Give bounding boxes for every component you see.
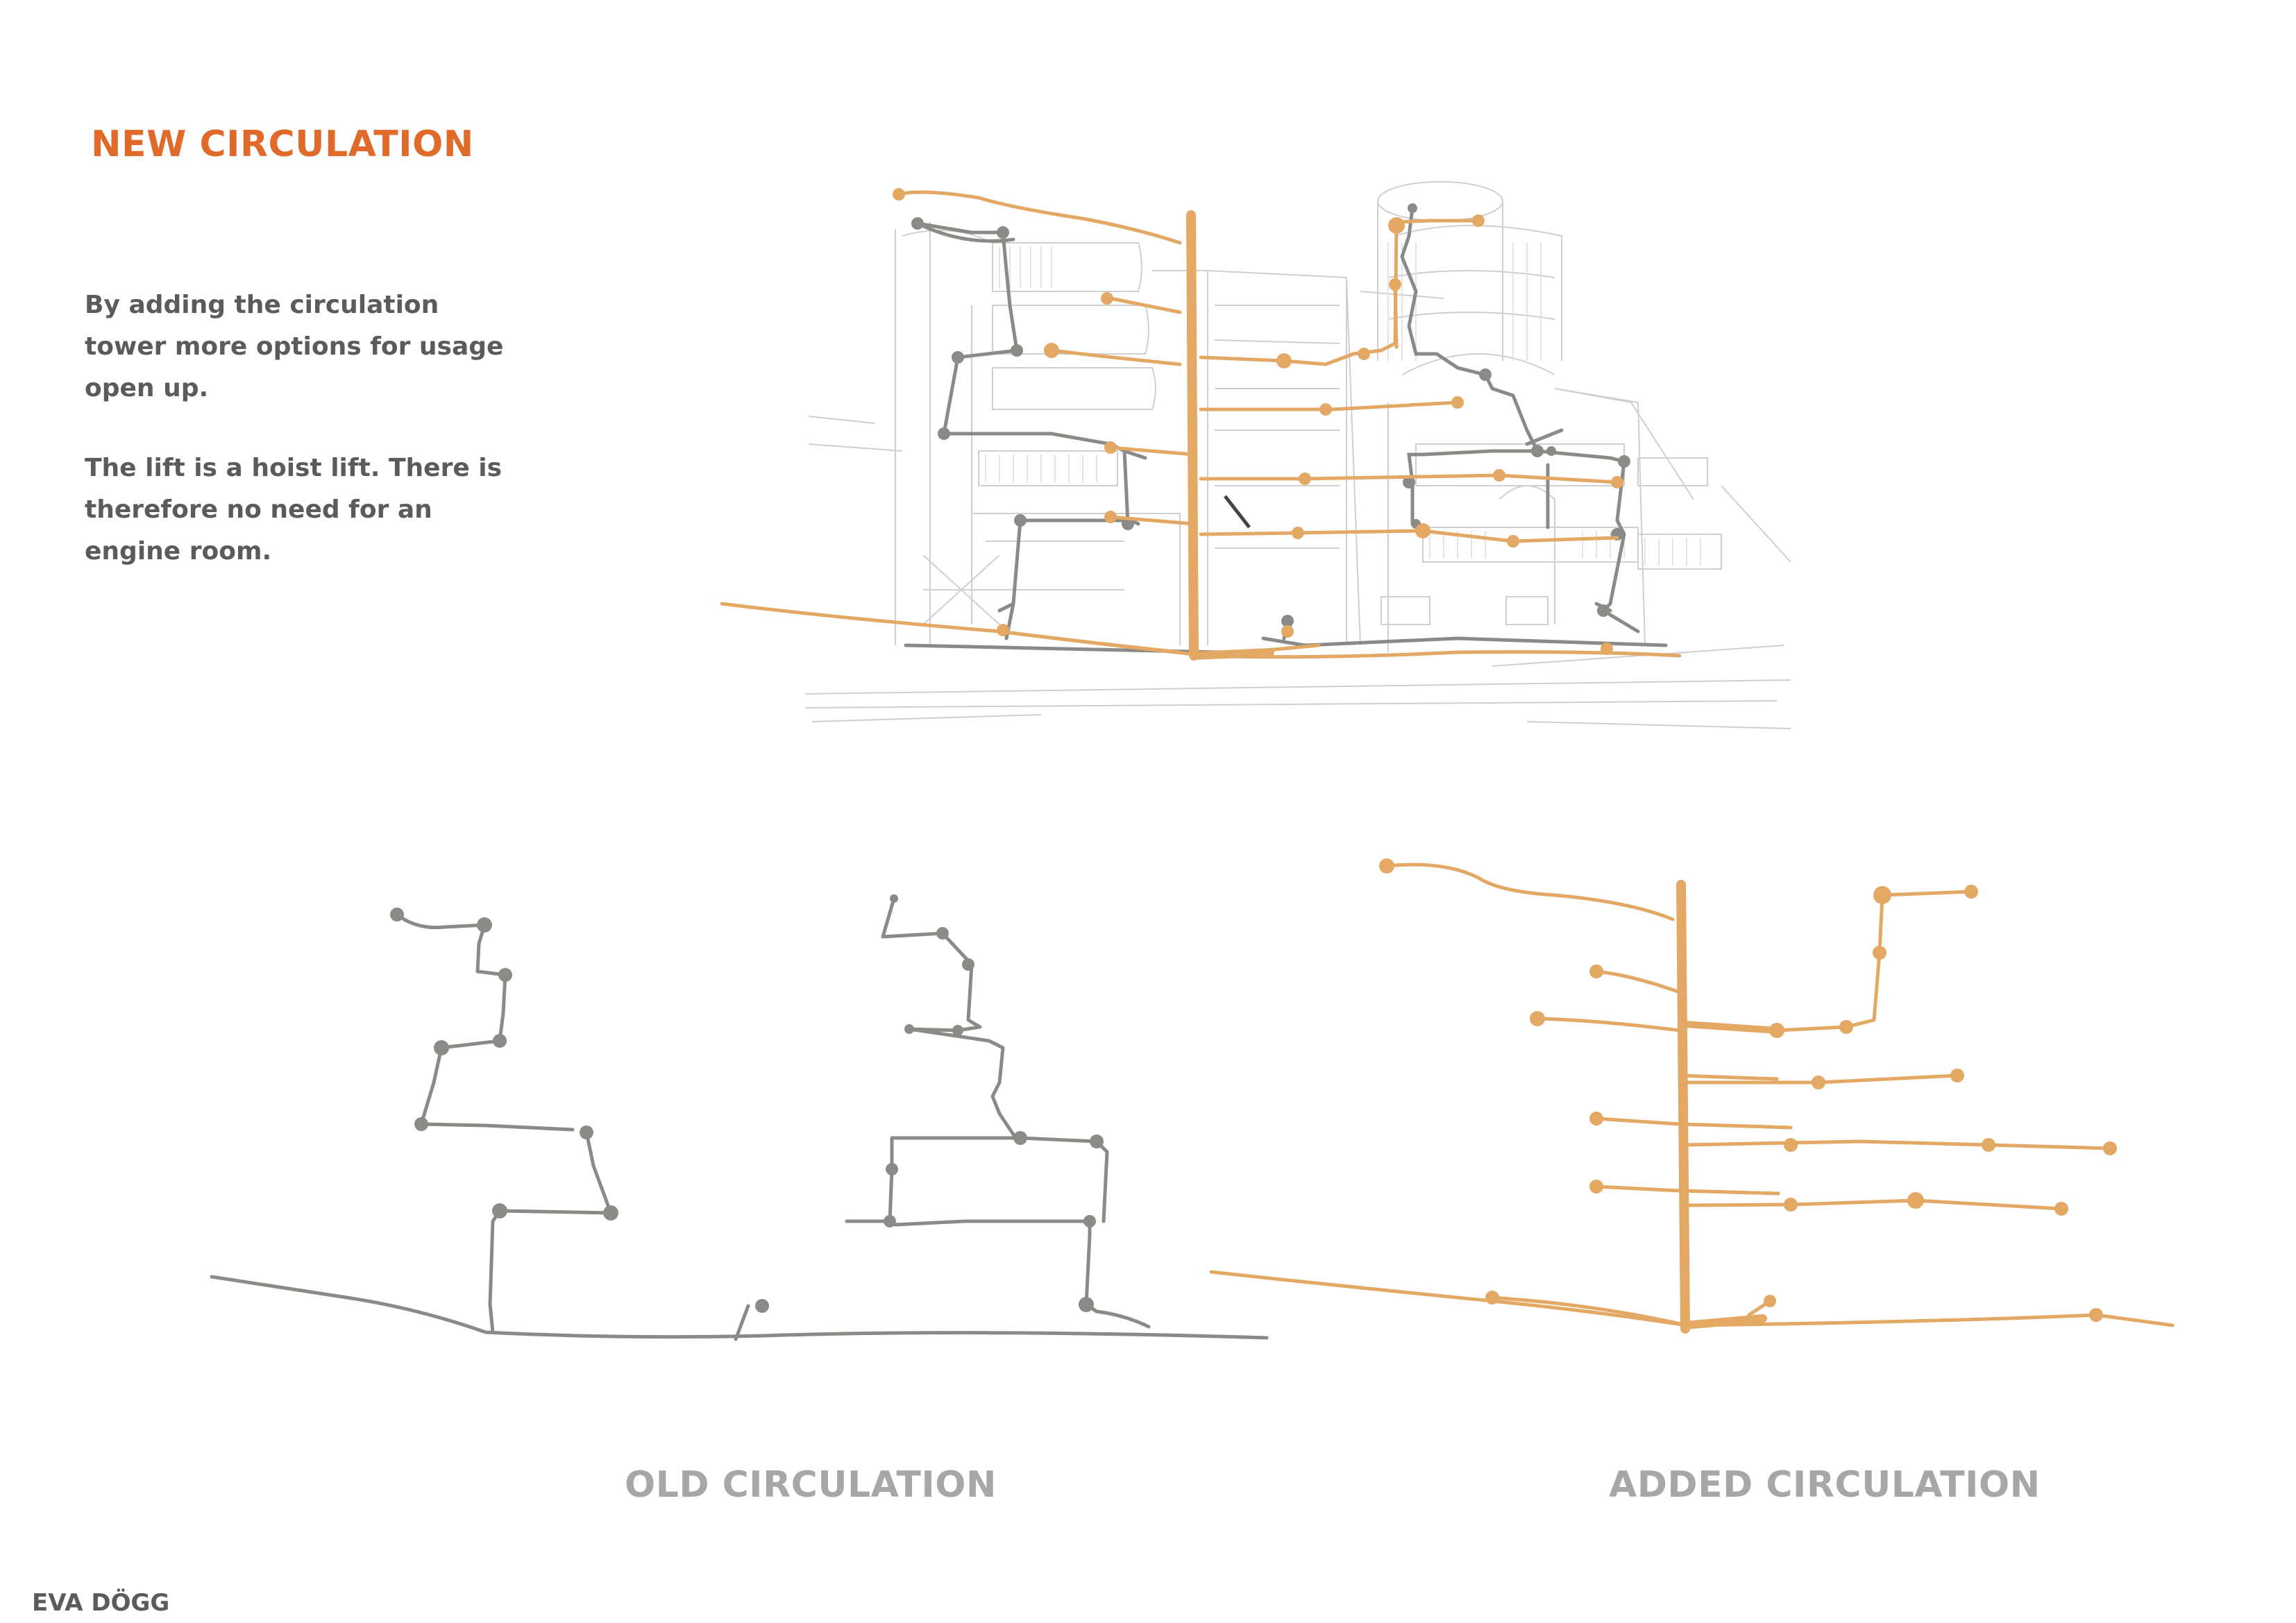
added-level-1-landing <box>1682 1021 1780 1034</box>
added-lift-base <box>1681 1314 1767 1329</box>
description-paragraph-1: By adding the circulation tower more opt… <box>85 291 504 402</box>
building-old-nodes <box>911 203 1630 627</box>
sketch-dark-accent <box>1224 495 1251 529</box>
old-circulation-nodes <box>390 894 1104 1313</box>
sketch-hatching <box>985 243 1701 566</box>
lift-shaft <box>1186 210 1199 661</box>
added-lift-shaft <box>1676 880 1690 1334</box>
added-circulation-caption: ADDED CIRCULATION <box>1609 1464 2041 1506</box>
lift-base <box>1190 648 1274 660</box>
building-added-paths <box>720 190 1682 659</box>
author-name: EVA DÖGG <box>32 1589 170 1617</box>
page-title: NEW CIRCULATION <box>91 124 474 165</box>
description-paragraph-2: The lift is a hoist lift. There is there… <box>85 454 503 566</box>
old-circulation-caption: OLD CIRCULATION <box>625 1464 997 1506</box>
added-circulation-diagram <box>1209 863 2175 1327</box>
building-sketch <box>804 181 1791 729</box>
building-added-nodes <box>893 188 1623 655</box>
added-circulation-nodes <box>1379 858 2117 1322</box>
old-circulation-diagram <box>210 897 1269 1341</box>
